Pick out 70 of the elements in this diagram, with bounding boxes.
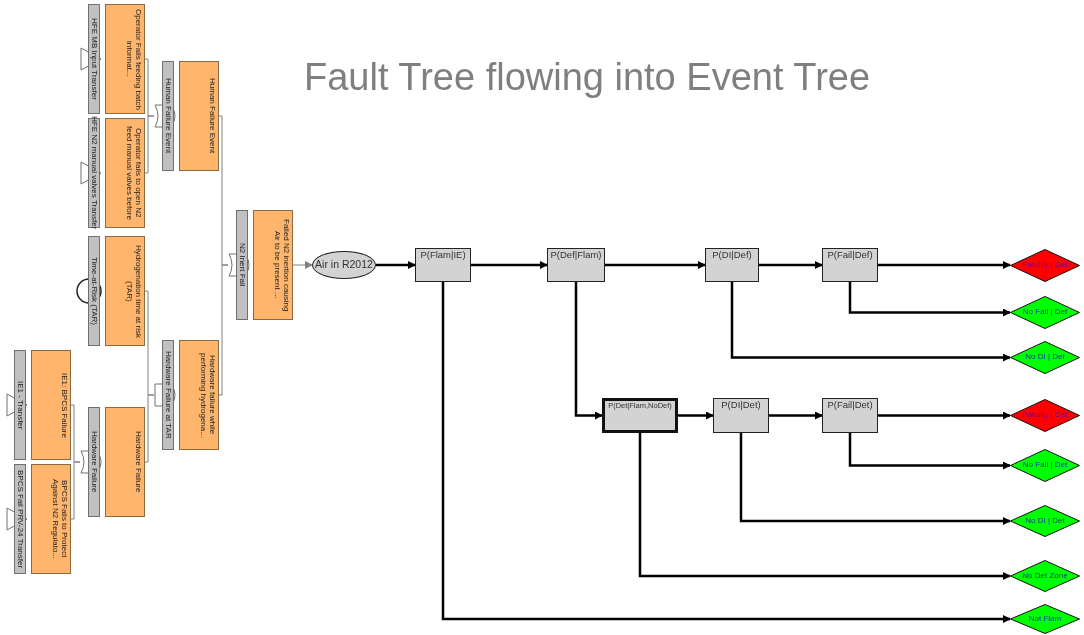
arrow xyxy=(441,282,1011,623)
event-label: P(Flam|IE) xyxy=(420,249,466,261)
event-id-label: N2 Inert Fail xyxy=(236,210,248,320)
arrow xyxy=(878,411,1011,420)
outcome-label: Fatality | Det xyxy=(1022,411,1068,420)
event-id-label: IE1 - Transfer xyxy=(14,350,26,460)
arrow xyxy=(376,261,416,269)
outcome-diamond xyxy=(1010,449,1080,482)
outcome-diamond xyxy=(1010,249,1080,282)
outcome-label: No Fail | Det xyxy=(1022,461,1068,470)
branch-point-box xyxy=(547,248,605,282)
arrow xyxy=(292,261,313,269)
outcome-label: No DI | Def xyxy=(1025,353,1065,362)
outcome-diamond xyxy=(1010,560,1080,592)
event-id-label: HFE N2 manual valves Transfer xyxy=(88,118,100,228)
arrow xyxy=(878,261,1011,269)
branch-point-box xyxy=(705,248,759,282)
outcome-label: No Det Zone xyxy=(1022,571,1068,581)
event-id-label: Human Failure Event xyxy=(162,61,174,171)
event-description: Human Failure Event xyxy=(179,61,219,171)
arrow xyxy=(730,282,1011,362)
event-id-label: HFE MB Input Transfer xyxy=(88,4,100,114)
event-label: P(Fail|Det) xyxy=(827,399,873,411)
arrow xyxy=(848,433,1011,470)
event-description: Hardware Failure xyxy=(105,407,145,517)
branch-point-box xyxy=(415,248,471,282)
arrow xyxy=(759,261,823,269)
outcome-diamond xyxy=(1010,296,1080,329)
arrow xyxy=(769,411,823,420)
event-description: Hardware failure while performing hydrogena... xyxy=(179,340,219,450)
event-id-label: Hardware Failure at TAR xyxy=(162,340,174,450)
event-label: P(Def|Flam) xyxy=(550,249,602,261)
connector-line xyxy=(144,394,155,463)
arrow xyxy=(678,411,714,420)
connector-line xyxy=(70,461,81,520)
connector-line xyxy=(144,115,155,174)
event-description: Operator Fails feeding batch informat... xyxy=(105,4,145,114)
outcome-diamond xyxy=(1010,399,1080,432)
branch-point-box xyxy=(602,398,678,433)
event-id-label: Hardware Failure xyxy=(88,407,100,517)
initiating-event-ellipse xyxy=(312,251,376,279)
event-id-label: Time-at-Risk (TAR) xyxy=(88,236,100,346)
branch-point-box xyxy=(713,398,769,433)
outcome-diamond xyxy=(1010,505,1080,537)
arrow xyxy=(574,282,603,420)
outcome-diamond xyxy=(1010,341,1080,374)
arrow xyxy=(739,433,1011,525)
event-description: Failed N2 inertion causing Air to be present ... xyxy=(253,210,293,320)
arrow xyxy=(848,282,1011,317)
event-label: P(DI|Def) xyxy=(712,249,752,261)
outcome-label: Not Flam xyxy=(1028,614,1062,624)
outcome-diamond xyxy=(1010,604,1080,634)
branch-point-box xyxy=(822,398,878,433)
arrow xyxy=(638,433,1011,580)
connector-line xyxy=(218,264,229,396)
event-description: Operator fails to open N2 feed manual valves before xyxy=(105,118,145,228)
event-description: IE1: BPCS Failure xyxy=(31,350,71,460)
event-description: BPCS Fails to Protect Against N2 Regulato... xyxy=(31,464,71,574)
event-label: P(DI|Det) xyxy=(721,399,761,411)
branch-point-box xyxy=(822,248,878,282)
arrow xyxy=(605,261,706,269)
outcome-label: No DI | Det xyxy=(1025,516,1065,526)
outcome-label: Fatality | Def xyxy=(1022,261,1068,270)
event-label: Air in R2012 xyxy=(315,259,373,271)
event-description: Hydrogenation time at risk (TAR) xyxy=(105,236,145,346)
event-id-label: BPCS Fail PRV-24 Transfer xyxy=(14,464,26,574)
outcome-label: No Fail | Def xyxy=(1022,308,1068,317)
diagram-title: Fault Tree flowing into Event Tree xyxy=(304,56,871,99)
event-label: P(Fail|Def) xyxy=(827,249,873,261)
arrow xyxy=(471,261,548,269)
